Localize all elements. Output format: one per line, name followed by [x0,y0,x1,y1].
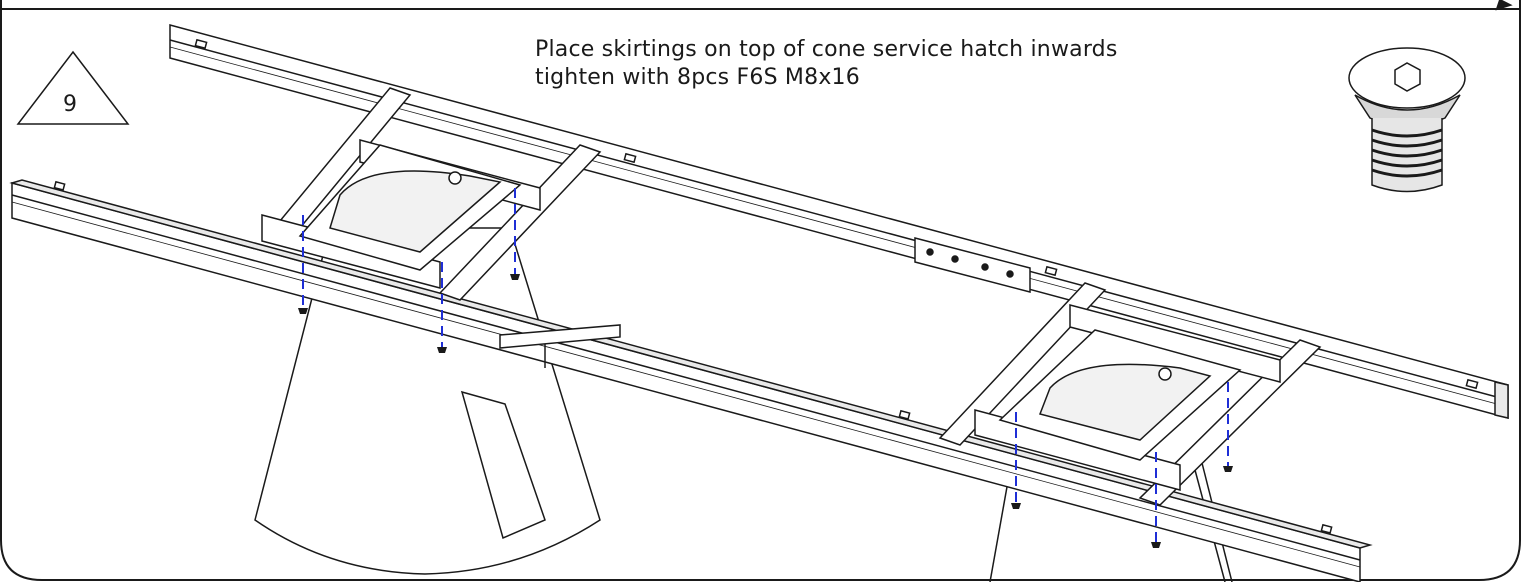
joint-bracket [914,237,1031,293]
screws [298,274,1233,548]
countersunk-hex-screw-icon [1348,47,1466,193]
screw-marker [510,274,520,280]
frame-module-left [261,87,621,349]
instruction-text: Place skirtings on top of cone service h… [535,36,1118,92]
instruction-line-1: Place skirtings on top of cone service h… [535,37,1118,62]
step-badge: 9 [16,50,130,125]
step-number: 9 [63,92,77,117]
instruction-line-2: tighten with 8pcs F6S M8x16 [535,65,860,90]
screw-marker [1223,466,1233,472]
screw-marker [1011,503,1021,509]
rail-front [9,179,1373,582]
screw-guides [302,188,1229,542]
rail-back [169,24,1509,419]
screw-marker [298,308,308,314]
screw-marker [1151,542,1161,548]
frame-module-right [938,282,1322,506]
screw-marker [437,347,447,353]
